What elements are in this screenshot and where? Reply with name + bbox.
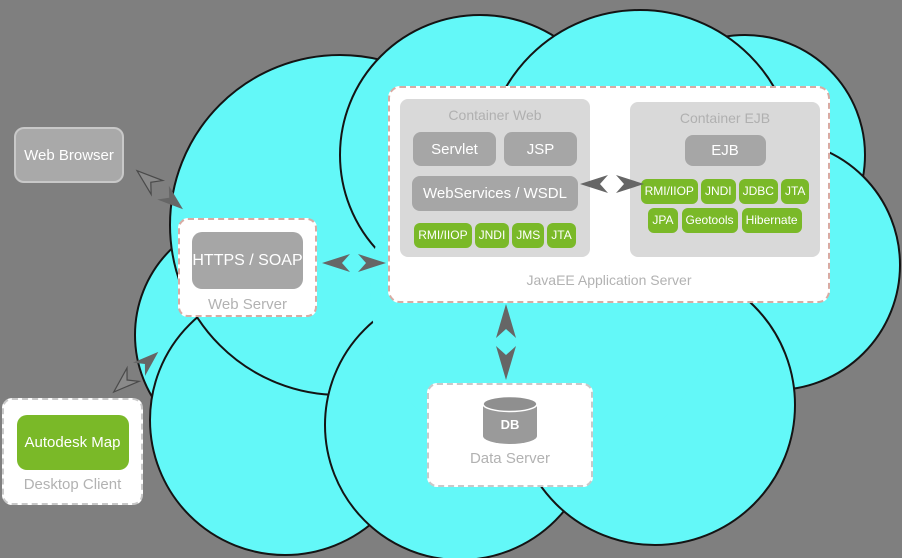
web-browser-node: Web Browser [14, 127, 124, 183]
service-chip: Geotools [681, 208, 738, 233]
container-ejb-services-row2: JPA Geotools Hibernate [648, 208, 802, 233]
web-server-caption: Web Server [208, 296, 287, 313]
db-label: DB [501, 417, 520, 432]
container-ejb-services-row1: RMI/IIOP JNDI JDBC JTA [640, 179, 810, 204]
service-chip: JTA [780, 179, 810, 204]
service-chip: RMI/IIOP [640, 179, 698, 204]
webservices-wsdl-module: WebServices / WSDL [412, 176, 578, 211]
https-soap-module: HTTPS / SOAP [192, 232, 303, 289]
web-server-node: HTTPS / SOAP Web Server [178, 218, 317, 317]
ejb-module: EJB [684, 135, 766, 166]
service-chip: JPA [648, 208, 678, 233]
service-chip: JNDI [700, 179, 736, 204]
service-chip: Hibernate [741, 208, 802, 233]
service-chip: JNDI [474, 223, 510, 248]
service-chip: RMI/IIOP [414, 223, 472, 248]
service-chip: JDBC [738, 179, 778, 204]
service-chip: JTA [547, 223, 576, 248]
desktop-client-caption: Desktop Client [23, 476, 122, 493]
container-web: Container Web Servlet JSP WebServices / … [400, 99, 590, 257]
autodesk-map-label: Autodesk Map [24, 434, 121, 451]
app-server-caption: JavaEE Application Server [526, 272, 692, 288]
data-server-caption: Data Server [469, 450, 551, 467]
jsp-module: JSP [504, 132, 577, 166]
servlet-module: Servlet [413, 132, 496, 166]
service-chip: JMS [512, 223, 545, 248]
container-ejb: Container EJB EJB RMI/IIOP JNDI JDBC JTA… [630, 102, 820, 257]
web-browser-label: Web Browser [24, 146, 114, 164]
container-web-services: RMI/IIOP JNDI JMS JTA [414, 223, 576, 248]
database-icon: DB [482, 395, 538, 444]
container-ejb-title: Container EJB [679, 110, 771, 126]
container-web-title: Container Web [448, 107, 542, 123]
https-soap-label: HTTPS / SOAP [192, 251, 303, 269]
desktop-client-node: Autodesk Map Desktop Client [2, 398, 143, 505]
data-server-node: DB Data Server [427, 383, 593, 487]
container-web-modules: Servlet JSP [413, 132, 577, 166]
autodesk-map-module: Autodesk Map [16, 415, 129, 470]
app-server-node: Container Web Servlet JSP WebServices / … [388, 86, 830, 303]
